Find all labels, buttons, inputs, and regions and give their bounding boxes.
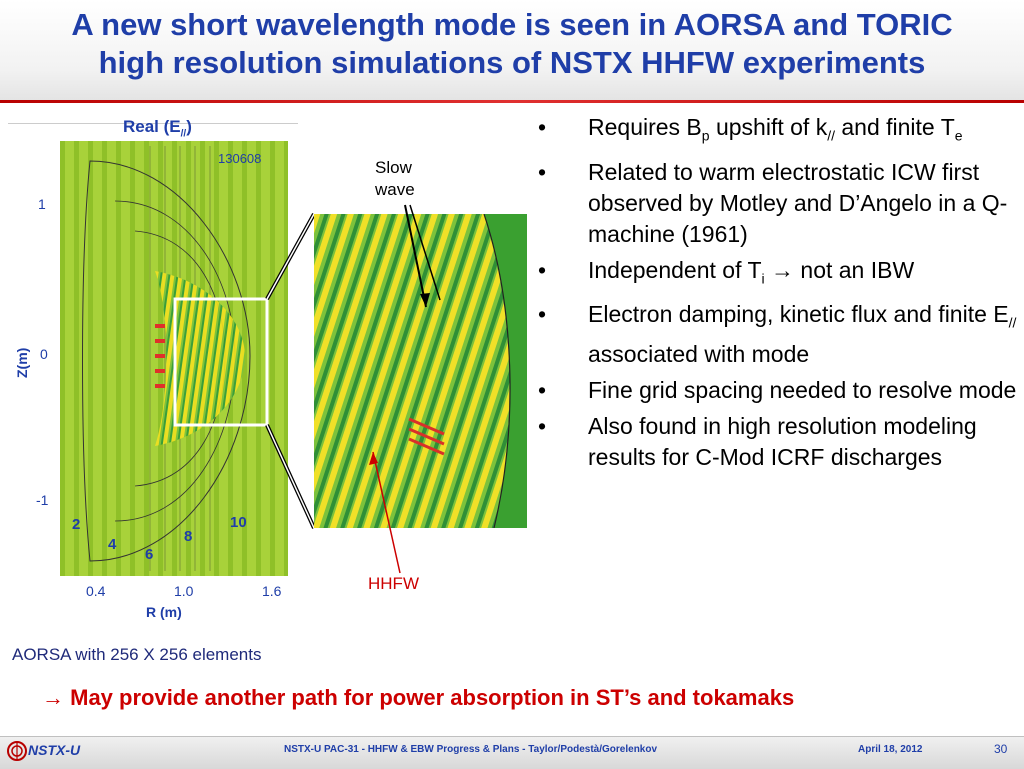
bullet-3-text-b: → not an IBW [764,256,915,283]
bullet-item: • Fine grid spacing needed to resolve mod… [538,375,1018,406]
logo-text: NSTX-U [28,742,81,758]
bullet-marker: • [538,376,547,403]
bullet-1-text-b: upshift of k [709,114,828,140]
bullet-4-text-b: associated with mode [588,340,810,367]
bullet-1-sub-par: // [827,127,835,144]
plot-title-subscript: // [180,128,187,140]
bullet-item: • Independent of Ti → not an IBW [538,255,1018,295]
slide-title: A new short wavelength mode is seen in A… [0,6,1024,82]
bullet-item: • Related to warm electrostatic ICW first… [538,157,1018,250]
r-tick-1-0: 1.0 [174,583,194,599]
plot-top-rule [8,123,298,124]
bullet-marker: • [538,301,547,328]
z-tick-0: 0 [40,346,48,362]
plot-title: Real (E//) [123,117,192,139]
footer-presentation-info: NSTX-U PAC-31 - HHFW & EBW Progress & Pl… [284,744,658,755]
contour-label-2: 2 [72,516,81,533]
bullet-item: • Electron damping, kinetic flux and fini… [538,299,1018,370]
zoomed-wave-field [314,214,527,528]
r-axis-label: R (m) [146,604,182,620]
bullet-4-text-a: Electron damping, kinetic flux and finit… [588,301,1009,328]
bullet-1-text-c: and finite T [834,114,955,140]
contour-label-10: 10 [230,514,247,531]
hhfw-label: HHFW [368,574,419,593]
slide-title-line-2: high resolution simulations of NSTX HHFW… [98,45,926,80]
title-divider [0,100,1024,103]
bullet-list: •Requires Bp upshift of k// and finite T… [538,112,1018,478]
bullet-marker: • [538,158,547,185]
r-tick-0-4: 0.4 [86,583,106,599]
contour-label-4: 4 [108,536,117,553]
bullet-1-text-a: Requires B [588,114,702,140]
bullet-3-sub-i: i [761,270,765,287]
z-tick-1: 1 [38,196,46,212]
bullet-marker: • [538,412,547,439]
r-tick-1-6: 1.6 [262,583,282,599]
bullet-3-text-a: Independent of T [588,256,762,283]
bullet-item: • Also found in high resolution modeling … [538,411,1018,473]
bullet-4-sub-par: // [1008,314,1017,331]
page-number: 30 [994,742,1008,756]
slow-wave-label: Slow wave [375,158,415,199]
slide-title-line-1: A new short wavelength mode is seen in A… [71,7,953,42]
z-tick-minus-1: -1 [36,492,49,508]
bullet-6-text: Also found in high resolution modeling r… [588,412,977,470]
footer-bar [0,736,1024,769]
shot-number: 130608 [218,151,262,166]
contour-label-6: 6 [145,546,154,563]
bullet-1-sub-e: e [954,127,963,144]
plot-caption: AORSA with 256 X 256 elements [12,645,262,664]
bullet-marker: • [538,256,547,283]
conclusion-callout: → May provide another path for power abs… [42,685,795,710]
contour-label-8: 8 [184,528,193,545]
plot-title-end: ) [186,117,192,136]
plot-title-main: Real (E [123,117,181,136]
bullet-marker: • [538,114,547,140]
bullet-1-sub-p: p [701,127,710,144]
nstx-logo-icon [7,741,27,761]
bullet-2-text: Related to warm electrostatic ICW first … [588,158,1008,247]
bullet-5-text: Fine grid spacing needed to resolve mode [588,376,1017,403]
footer-date: April 18, 2012 [858,744,923,755]
title-bar [0,0,1024,100]
wave-field-plot [60,141,288,576]
bullet-item: • Requires Bp upshift of k// and finite T… [538,112,1018,152]
